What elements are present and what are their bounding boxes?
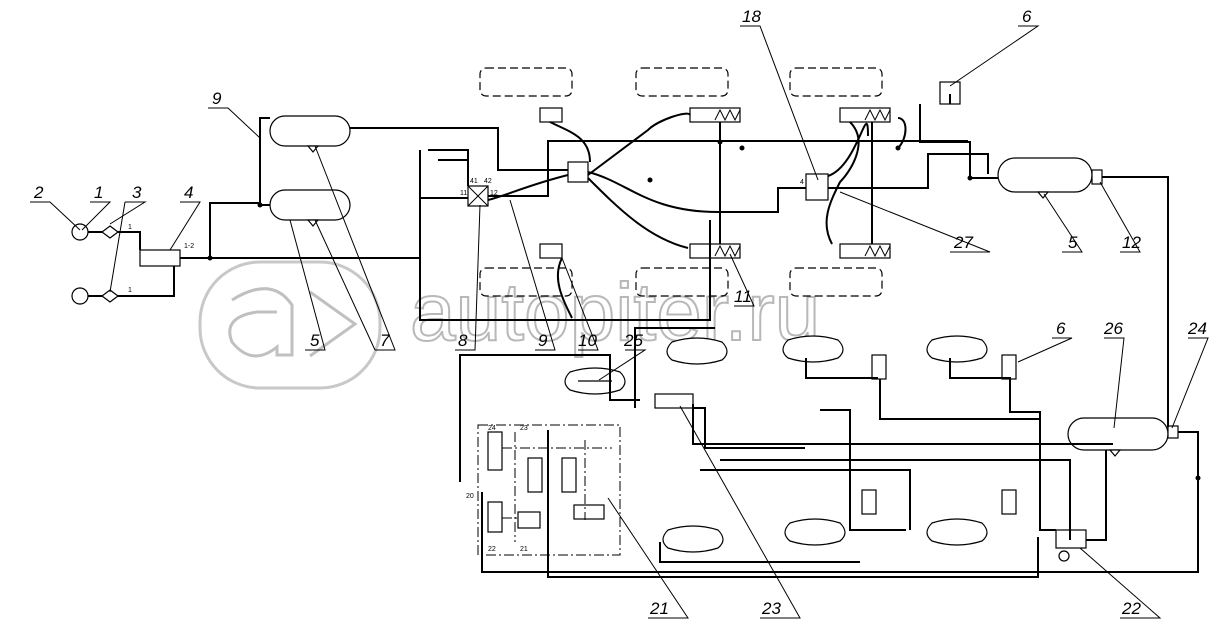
callout-3: 3 <box>132 183 142 202</box>
watermark-logo-arrow <box>309 290 358 358</box>
air-spring <box>782 335 844 363</box>
svg-text:22: 22 <box>488 546 496 553</box>
pressure-gauge-2 <box>71 287 89 305</box>
callout-6b: 6 <box>1056 319 1066 338</box>
callout-5b: 5 <box>1068 233 1078 252</box>
callout-18: 18 <box>742 7 761 26</box>
air-tanks <box>269 115 1169 457</box>
leveling-valve <box>861 489 877 515</box>
callouts: 2 1 3 4 9 5 7 8 9 10 25 11 18 6 27 5 12 … <box>30 7 1209 619</box>
callout-4: 4 <box>184 183 193 202</box>
callout-2: 2 <box>33 183 44 202</box>
air-tank-5 <box>269 115 351 147</box>
callout-6: 6 <box>1022 7 1032 26</box>
callout-25: 25 <box>623 331 643 350</box>
wheels <box>479 67 883 297</box>
callout-26: 26 <box>1103 319 1123 338</box>
leveling-valves <box>861 81 1017 515</box>
wheel <box>789 267 883 297</box>
svg-text:1: 1 <box>128 287 132 294</box>
svg-text:1: 1 <box>128 224 132 231</box>
svg-text:24: 24 <box>488 425 496 432</box>
air-spring <box>926 335 988 363</box>
callout-11: 11 <box>734 287 752 306</box>
callout-22: 22 <box>1121 599 1141 618</box>
callout-1: 1 <box>94 183 103 202</box>
callout-21: 21 <box>649 599 669 618</box>
brake-valve <box>567 161 589 183</box>
junction-dots <box>207 139 1201 481</box>
svg-text:1-2: 1-2 <box>184 243 194 250</box>
svg-text:12: 12 <box>490 190 498 197</box>
control-module-21 <box>477 424 621 556</box>
callout-5: 5 <box>310 331 320 350</box>
air-tank-5-right <box>997 157 1093 193</box>
svg-text:20: 20 <box>466 493 474 500</box>
svg-text:11: 11 <box>460 190 467 197</box>
leveling-valve <box>1001 354 1017 380</box>
watermark-logo-a <box>228 287 294 358</box>
air-spring <box>564 367 626 395</box>
callout-10: 10 <box>578 331 597 350</box>
filter-3 <box>101 225 119 303</box>
callout-7: 7 <box>380 331 390 350</box>
wheel <box>479 67 573 97</box>
leveling-valve <box>871 354 887 380</box>
valve-23 <box>654 393 694 409</box>
callout-23: 23 <box>761 599 781 618</box>
callout-9b: 9 <box>538 331 548 350</box>
brake-chamber <box>539 107 563 123</box>
air-spring <box>662 525 724 553</box>
callout-8: 8 <box>458 331 468 350</box>
svg-text:4: 4 <box>800 179 804 186</box>
wheel <box>635 267 729 297</box>
air-tank-26 <box>1067 417 1169 451</box>
watermark: autopiter.ru <box>198 260 821 390</box>
callout-24: 24 <box>1187 319 1207 338</box>
spring-brake-chamber <box>839 243 891 259</box>
callout-27: 27 <box>953 233 973 252</box>
air-spring <box>784 518 846 546</box>
spring-brake-chamber <box>689 243 741 259</box>
air-spring <box>926 518 988 546</box>
valve-24 <box>1167 425 1179 439</box>
pipes <box>88 94 1199 578</box>
port-labels: 1 1 1-2 41 42 11 12 24 23 20 22 21 4 <box>128 178 804 553</box>
air-spring <box>666 337 728 365</box>
wheel <box>635 67 729 97</box>
wheel <box>479 267 573 297</box>
svg-text:42: 42 <box>484 178 492 185</box>
svg-text:23: 23 <box>520 425 528 432</box>
watermark-text: autopiter.ru <box>410 267 820 358</box>
valve-4 <box>139 249 181 267</box>
spring-brake-chamber <box>839 107 891 123</box>
leveling-valve <box>1001 489 1017 515</box>
svg-text:41: 41 <box>470 178 478 185</box>
brake-chamber <box>539 243 563 259</box>
watermark-logo-frame <box>198 260 382 390</box>
wheel <box>789 67 883 97</box>
svg-text:21: 21 <box>520 546 528 553</box>
callout-9: 9 <box>212 89 222 108</box>
callout-12: 12 <box>1122 233 1141 252</box>
drain-valve-icon <box>306 145 1122 457</box>
